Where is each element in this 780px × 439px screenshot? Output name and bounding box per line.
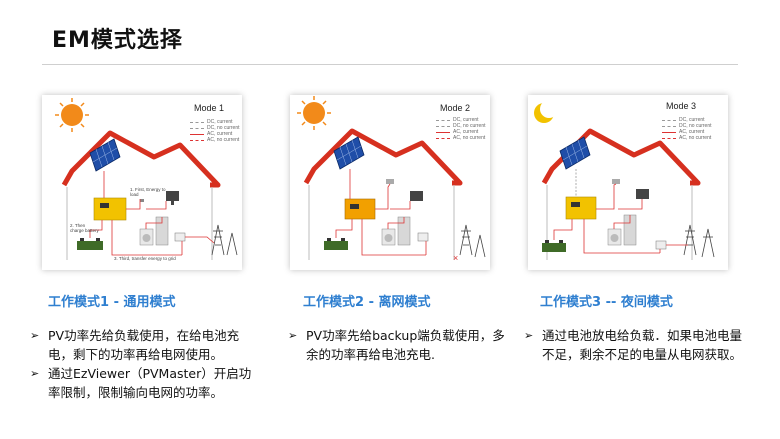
meter-icon — [174, 232, 186, 242]
mode-1-illustration — [55, 98, 238, 260]
bullet-arrow-icon: ➢ — [288, 329, 298, 342]
lamp-icon — [386, 179, 394, 184]
house-outline — [61, 130, 221, 188]
annotation-first: 1. First, Energy to load — [130, 187, 166, 197]
bullet-arrow-icon: ➢ — [524, 329, 534, 342]
legend-entry: AC, no current — [679, 135, 712, 141]
grid-tower-icon — [683, 224, 715, 258]
legend-entry: DC, current — [207, 119, 233, 125]
inverter-icon — [93, 197, 127, 221]
bullet-item: ➢ PV功率先给backup端负载使用，多余的功率再给电池充电. — [288, 326, 506, 364]
lamp-icon — [612, 179, 620, 184]
mode-1-heading: 工作模式1 - 通用模式 — [48, 295, 176, 310]
mode-3-bullets: ➢ 通过电池放电给负载．如果电池电量不足，剩余不足的电量从电网获取。 — [524, 326, 752, 364]
legend-entry: AC, current — [453, 129, 479, 135]
mode-2-bullets: ➢ PV功率先给backup端负载使用，多余的功率再给电池充电. — [288, 326, 506, 364]
mode-label: Mode 2 — [440, 103, 471, 113]
annotation-third: 3. Third, transfer energy to grid — [114, 256, 176, 261]
battery-icon — [542, 243, 566, 252]
title-divider — [42, 64, 738, 65]
legend-entry: DC, no current — [207, 125, 240, 131]
bullet-arrow-icon: ➢ — [30, 329, 40, 342]
legend-entry: AC, no current — [207, 137, 240, 143]
computer-icon — [636, 189, 649, 199]
grid-tower-icon — [459, 224, 486, 258]
legend: DC, current DC, no current AC, current A… — [662, 117, 712, 141]
mode-2-illustration: × — [297, 96, 486, 263]
battery-icon — [77, 241, 103, 250]
lamp-icon — [140, 199, 144, 202]
legend-entry: AC, current — [207, 131, 233, 137]
legend-entry: DC, no current — [679, 123, 712, 129]
mode-label: Mode 3 — [666, 101, 697, 111]
bullet-text: 通过电池放电给负载．如果电池电量不足，剩余不足的电量从电网获取。 — [542, 328, 743, 362]
grid-tower-icon — [211, 224, 238, 256]
meter-icon — [417, 232, 429, 242]
bullet-arrow-icon: ➢ — [30, 367, 40, 380]
solar-panel-icon — [89, 138, 121, 172]
bullet-text: PV功率先给负载使用，在给电池充电，剩下的功率再给电网使用。 — [48, 328, 240, 362]
computer-icon — [410, 191, 423, 201]
legend-entry: DC, current — [679, 117, 705, 123]
mode-label: Mode 1 — [194, 103, 225, 113]
legend-entry: AC, no current — [453, 135, 486, 141]
legend-entry: DC, current — [453, 117, 479, 123]
legend-entry: AC, current — [679, 129, 705, 135]
bullet-item: ➢ 通过电池放电给负载．如果电池电量不足，剩余不足的电量从电网获取。 — [524, 326, 752, 364]
legend: DC, current DC, no current AC, current A… — [436, 117, 486, 141]
mode-2-diagram: × Mode 2 DC, current DC, no current AC, … — [290, 95, 490, 270]
sun-icon — [303, 102, 325, 124]
sun-icon — [61, 104, 83, 126]
mode-3-illustration — [534, 100, 715, 260]
bullet-text: 通过EzViewer（PVMaster）开启功率限制，限制输向电网的功率。 — [48, 366, 252, 400]
mode-3-diagram: Mode 3 DC, current DC, no current AC, cu… — [528, 95, 728, 270]
annotation-second: 2. Then charge battery — [70, 223, 99, 233]
computer-icon — [166, 191, 179, 201]
bullet-item: ➢ PV功率先给负载使用，在给电池充电，剩下的功率再给电网使用。 — [30, 326, 262, 364]
legend: DC, current DC, no current AC, current A… — [190, 119, 240, 143]
house-outline — [541, 128, 701, 186]
inverter-icon — [344, 198, 376, 220]
mode-2-heading: 工作模式2 - 离网模式 — [303, 295, 431, 310]
meter-icon — [655, 240, 667, 250]
mode-1-bullets: ➢ PV功率先给负载使用，在给电池充电，剩下的功率再给电网使用。 ➢ 通过EzV… — [30, 326, 262, 402]
moon-icon — [534, 100, 558, 123]
inverter-icon — [565, 196, 597, 220]
solar-panel-icon — [333, 136, 365, 170]
bullet-text: PV功率先给backup端负载使用，多余的功率再给电池充电. — [306, 328, 505, 362]
mode-1-diagram: Mode 1 DC, current DC, no current AC, cu… — [42, 95, 242, 270]
grid-disconnected-icon: × — [453, 253, 458, 263]
battery-icon — [324, 241, 348, 250]
house-outline — [303, 128, 463, 186]
page-title: EM模式选择 — [52, 28, 183, 53]
bullet-item: ➢ 通过EzViewer（PVMaster）开启功率限制，限制输向电网的功率。 — [30, 364, 262, 402]
mode-3-heading: 工作模式3 -- 夜间模式 — [540, 295, 673, 310]
legend-entry: DC, no current — [453, 123, 486, 129]
solar-panel-icon — [559, 136, 591, 170]
